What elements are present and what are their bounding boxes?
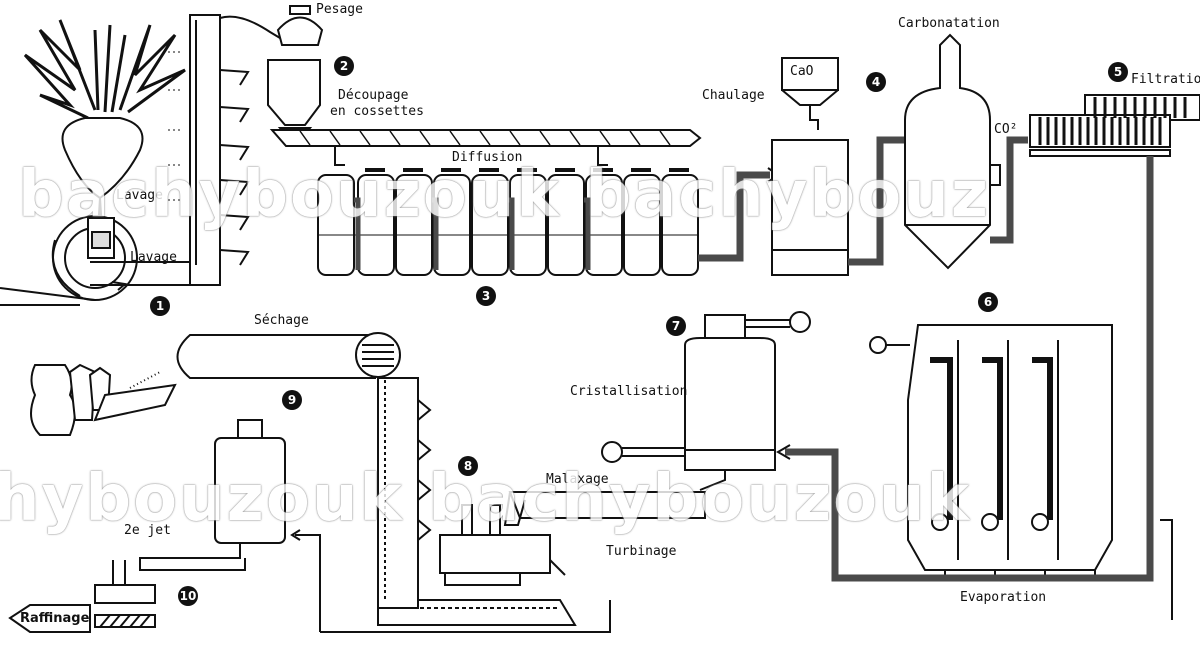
label-cao: CaO <box>790 64 814 79</box>
label-lavage-top: Lavage <box>116 188 163 203</box>
sugar-bags <box>30 363 177 436</box>
evaporator-bodies <box>869 324 1113 581</box>
crystallizer <box>601 311 811 491</box>
label-turbinage: Turbinage <box>606 544 677 559</box>
step-badge-3: 3 <box>476 286 496 306</box>
label-evaporation: Evaporation <box>960 590 1047 605</box>
label-filtration: Filtration <box>1131 72 1200 87</box>
washing-wheel <box>0 215 138 306</box>
step-badge-7: 7 <box>666 316 686 336</box>
step-badge-5: 5 <box>1108 62 1128 82</box>
dryer-drum <box>176 332 401 379</box>
step-badge-8: 8 <box>458 456 478 476</box>
label-second-jet: 2e jet <box>124 523 171 538</box>
label-pesage: Pesage <box>316 2 363 17</box>
weighing-hopper <box>276 5 324 46</box>
step-badge-6: 6 <box>978 292 998 312</box>
mixer-centrifuge <box>377 491 706 626</box>
diffusion-battery <box>317 168 699 276</box>
bucket-elevator <box>90 14 281 286</box>
beet-illustration <box>23 19 186 231</box>
filter-press <box>1029 94 1200 157</box>
cossettes-conveyor <box>269 129 702 166</box>
label-chaulage: Chaulage <box>702 88 765 103</box>
label-decoupage-2: en cossettes <box>330 104 424 119</box>
label-raffinage: Raffinage <box>20 611 90 626</box>
step-badge-2: 2 <box>334 56 354 76</box>
second-jet-unit <box>94 419 286 628</box>
label-sechage: Séchage <box>254 313 309 328</box>
carbonatation-tower <box>904 33 1001 270</box>
step-badge-10: 10 <box>178 586 198 606</box>
label-co2: CO² <box>994 122 1018 137</box>
step-badge-9: 9 <box>282 390 302 410</box>
label-diffusion: Diffusion <box>452 150 523 165</box>
label-decoupage-1: Découpage <box>338 88 409 103</box>
label-cristallisation: Cristallisation <box>570 384 688 399</box>
sugar-elevator <box>377 377 432 609</box>
slicer <box>267 59 321 141</box>
label-malaxage: Malaxage <box>546 472 609 487</box>
label-carbonatation: Carbonatation <box>898 16 1000 31</box>
label-lavage-bottom: Lavage <box>130 250 177 265</box>
step-badge-1: 1 <box>150 296 170 316</box>
lime-tank <box>771 57 849 276</box>
step-badge-4: 4 <box>866 72 886 92</box>
